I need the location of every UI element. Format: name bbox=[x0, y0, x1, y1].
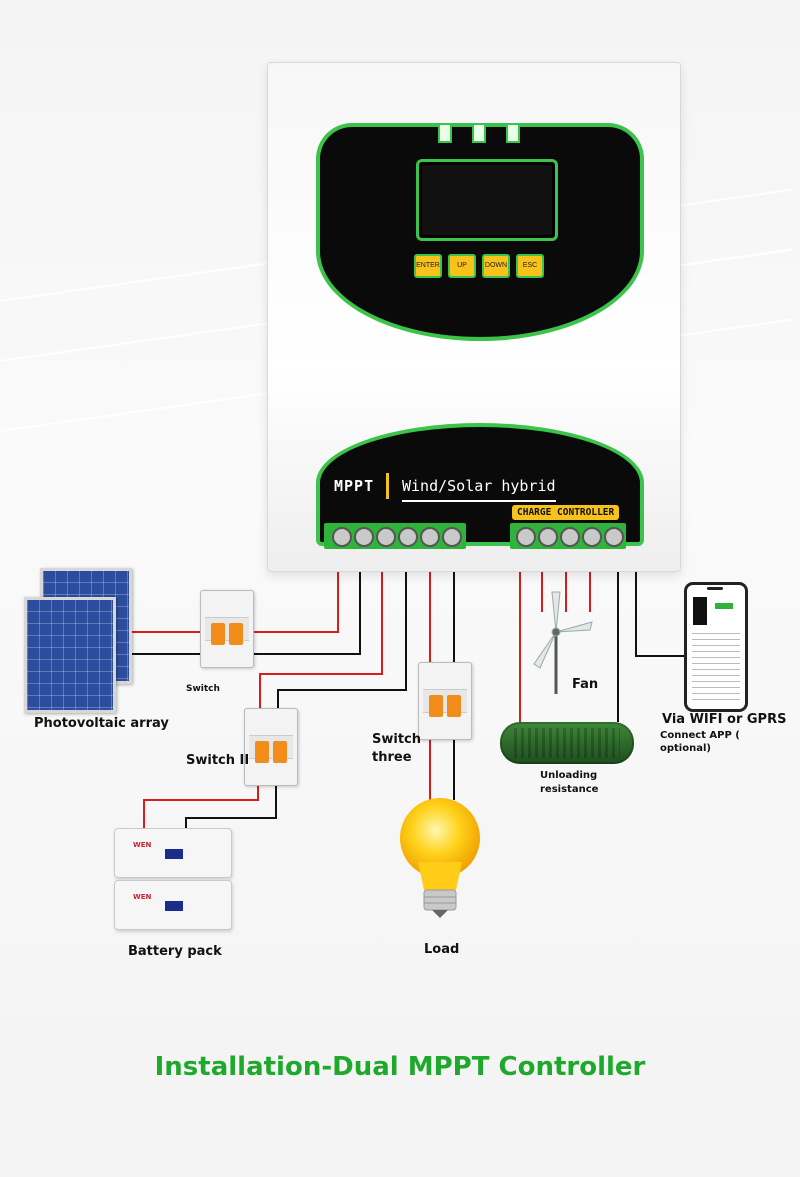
wind-turbine-icon bbox=[533, 591, 593, 694]
wire-battery-neg bbox=[185, 784, 277, 830]
terminal-screw bbox=[516, 527, 536, 547]
wire-battery-pos bbox=[143, 784, 259, 830]
label-resistance: resistance bbox=[540, 784, 599, 795]
led-indicator bbox=[472, 123, 486, 143]
battery-display bbox=[165, 849, 183, 859]
led-indicator bbox=[438, 123, 452, 143]
breaker-toggle bbox=[229, 623, 243, 645]
label-photovoltaic-array: Photovoltaic array bbox=[34, 716, 169, 731]
wire-switch2-pos bbox=[259, 566, 383, 708]
breaker-switch-3 bbox=[418, 662, 472, 740]
terminal-screw bbox=[538, 527, 558, 547]
terminal-screw bbox=[376, 527, 396, 547]
unloading-resistor bbox=[500, 722, 634, 764]
wire-app bbox=[635, 566, 684, 657]
label-battery-pack: Battery pack bbox=[128, 944, 222, 959]
terminal-block-right bbox=[510, 523, 626, 549]
display-panel: ENTER UP DOWN ESC bbox=[316, 123, 644, 341]
model-underline bbox=[402, 500, 556, 502]
battery-brand: WEN bbox=[133, 841, 152, 849]
label-load: Load bbox=[424, 942, 460, 957]
label-connect-app-2: optional) bbox=[660, 743, 711, 754]
terminal-screw bbox=[420, 527, 440, 547]
label-wifi-gprs: Via WIFI or GPRS bbox=[662, 712, 787, 727]
battery-brand: WEN bbox=[133, 893, 152, 901]
wire-switch1-pos bbox=[252, 566, 339, 633]
wire-switch1-neg bbox=[252, 566, 361, 655]
label-unloading: Unloading bbox=[540, 770, 598, 781]
breaker-toggle bbox=[255, 741, 269, 763]
breaker-toggle bbox=[447, 695, 461, 717]
battery-module-top: WEN bbox=[114, 828, 232, 878]
down-button[interactable]: DOWN bbox=[482, 254, 510, 278]
breaker-switch-1 bbox=[200, 590, 254, 668]
lcd-screen bbox=[416, 159, 558, 241]
terminal-screw bbox=[442, 527, 462, 547]
led-indicator bbox=[506, 123, 520, 143]
label-switch: Switch bbox=[186, 684, 220, 694]
label-switch-three-1: Switch bbox=[372, 732, 422, 747]
light-bulb-icon bbox=[400, 798, 480, 918]
phone-app-icon bbox=[684, 582, 748, 712]
terminal-screw bbox=[332, 527, 352, 547]
charge-controller: ENTER UP DOWN ESC MPPT Wind/Solar hybrid… bbox=[267, 62, 681, 572]
terminal-screw bbox=[354, 527, 374, 547]
label-divider bbox=[386, 473, 389, 499]
label-switch-ii: Switch II bbox=[186, 753, 250, 768]
label-panel: MPPT Wind/Solar hybrid CHARGE CONTROLLER bbox=[316, 423, 644, 546]
enter-button[interactable]: ENTER bbox=[414, 254, 442, 278]
terminal-screw bbox=[582, 527, 602, 547]
mppt-label: MPPT bbox=[334, 477, 375, 495]
battery-module-bottom: WEN bbox=[114, 880, 232, 930]
breaker-toggle bbox=[211, 623, 225, 645]
label-fan: Fan bbox=[572, 677, 599, 692]
label-switch-three-2: three bbox=[372, 750, 412, 765]
breaker-toggle bbox=[273, 741, 287, 763]
terminal-screw bbox=[604, 527, 624, 547]
terminal-screw bbox=[560, 527, 580, 547]
up-button[interactable]: UP bbox=[448, 254, 476, 278]
battery-display bbox=[165, 901, 183, 911]
breaker-toggle bbox=[429, 695, 443, 717]
terminal-block-left bbox=[324, 523, 466, 549]
charge-controller-badge: CHARGE CONTROLLER bbox=[512, 505, 620, 520]
page-caption: Installation-Dual MPPT Controller bbox=[154, 1052, 646, 1082]
terminal-screw bbox=[398, 527, 418, 547]
wire-switch2-neg bbox=[277, 566, 407, 708]
solar-panel-front bbox=[24, 597, 116, 713]
esc-button[interactable]: ESC bbox=[516, 254, 544, 278]
model-label: Wind/Solar hybrid bbox=[402, 477, 556, 495]
label-connect-app-1: Connect APP ( bbox=[660, 730, 740, 741]
breaker-switch-2 bbox=[244, 708, 298, 786]
